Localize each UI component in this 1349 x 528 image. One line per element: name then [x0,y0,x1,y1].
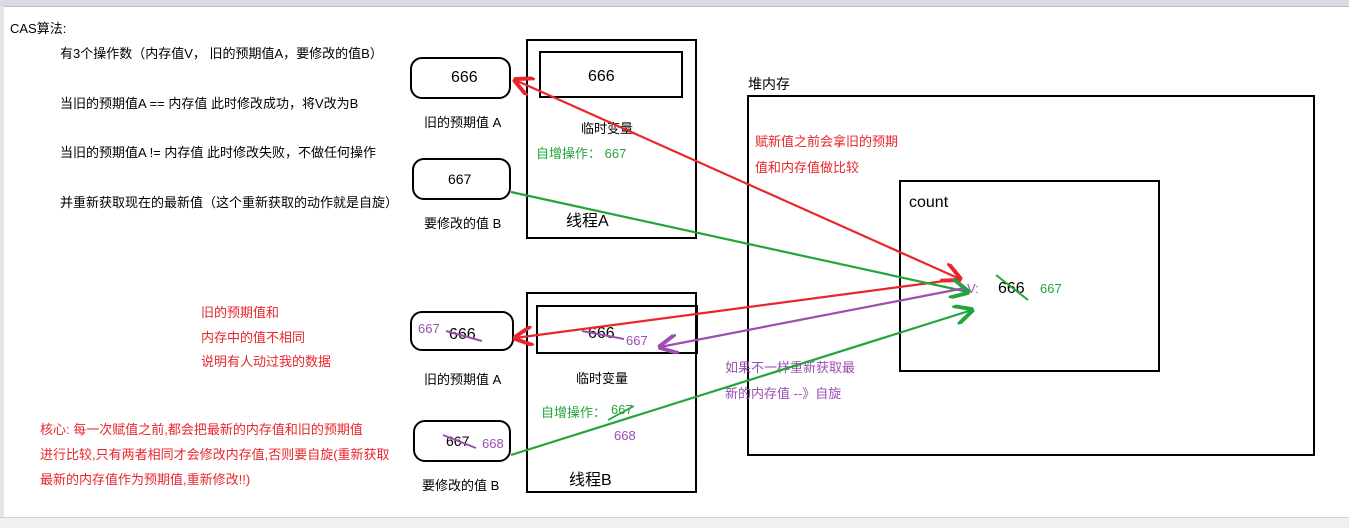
arrow-compare-a [515,80,960,279]
thread-b-new-value-label: 要修改的值 B [422,478,500,493]
thread-b-new-value-box [413,420,511,462]
diagram-title: CAS算法: [10,21,67,36]
refetch-note-line-2: 新的内存值 --》自旋 [725,386,842,401]
arrow-compare-b [515,277,961,338]
thread-b-old-value-struck: 666 [449,326,476,343]
strike-b-old-666 [445,330,483,342]
thread-a-new-value-label: 要修改的值 B [424,216,502,231]
thread-a-new-value: 667 [448,171,472,187]
arrow-write-a [510,190,968,292]
core-note-line-1: 核心: 每一次赋值之前,都会把最新的内存值和旧的预期值 [40,422,363,437]
note-line-1: 有3个操作数（内存值V， 旧的预期值A，要修改的值B） [60,46,383,61]
thread-b-frame [526,292,697,493]
mismatch-note-line-2: 内存中的值不相同 [201,330,306,345]
arrow-refetch [660,286,966,347]
thread-b-new-value-new: 668 [482,436,504,451]
thread-b-old-value-new: 667 [418,321,440,336]
core-note-line-3: 最新的内存值作为预期值,重新修改!!) [40,472,251,487]
strike-b-new-667 [442,434,477,449]
note-line-4: 并重新获取现在的最新值（这个重新获取的动作就是自旋） [60,195,399,210]
thread-b-increment-struck: 667 [611,402,633,417]
note-line-3: 当旧的预期值A != 内存值 此时修改失败，不做任何操作 [60,145,376,160]
left-edge [0,6,4,517]
arrow-write-b [510,310,972,457]
core-note-line-2: 进行比较,只有两者相同才会修改内存值,否则要自旋(重新获取 [40,447,390,462]
strike-heap-666 [995,274,1029,301]
thread-b-temp-struck: 666 [588,325,615,342]
thread-b-old-value-label: 旧的预期值 A [424,372,502,387]
memory-v-new-value: 667 [1040,281,1062,296]
thread-a-old-value-label: 旧的预期值 A [424,115,502,130]
strike-b-temp-666 [581,330,625,340]
window-title-bar [0,0,1349,7]
note-line-2: 当旧的预期值A == 内存值 此时修改成功，将V改为B [60,96,359,111]
strike-b-inc-667 [607,405,635,421]
mismatch-note-line-1: 旧的预期值和 [201,305,280,320]
thread-b-temp-new: 667 [626,333,648,348]
thread-b-increment-new: 668 [614,428,636,443]
thread-a-old-value: 666 [451,69,478,86]
mismatch-note-line-3: 说明有人动过我的数据 [201,354,332,369]
thread-b-increment-label: 自增操作： [541,405,607,420]
thread-b-temp-box [536,305,698,354]
thread-b-label: 线程B [569,472,612,489]
thread-b-temp-label: 临时变量 [576,371,629,386]
status-bar [0,517,1349,528]
memory-v-label: V: [967,281,979,296]
